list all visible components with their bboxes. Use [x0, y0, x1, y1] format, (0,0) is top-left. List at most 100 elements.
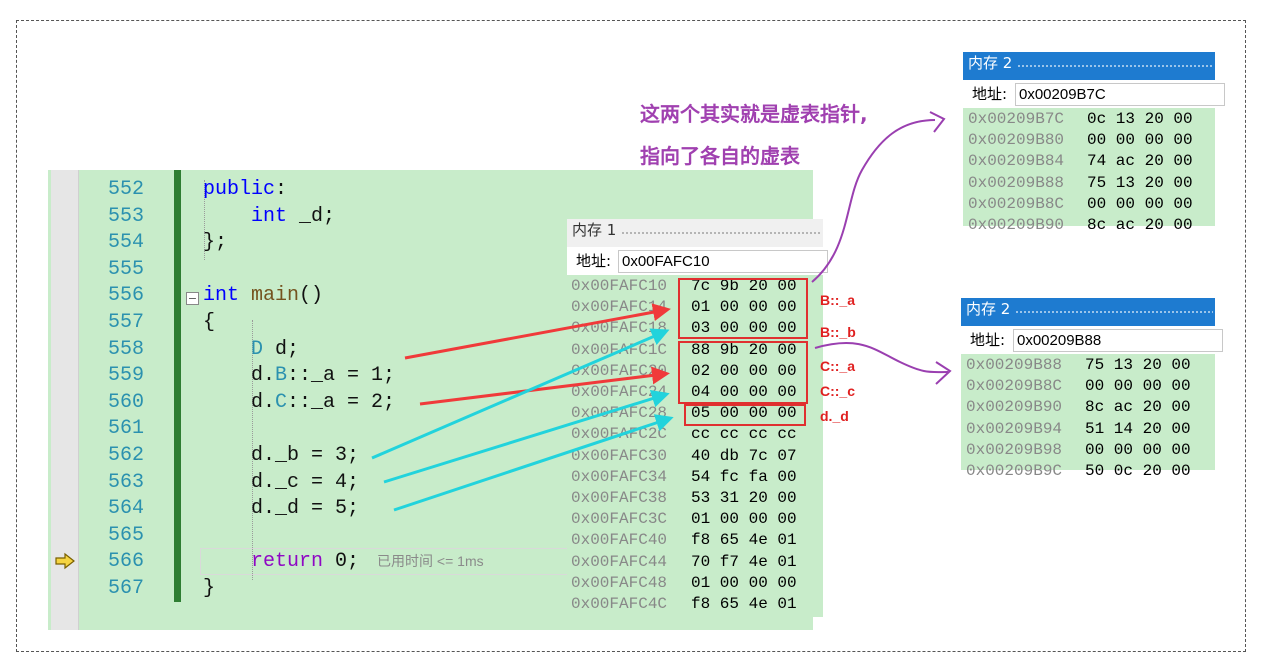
memory-bytes[interactable]: 01 00 00 00: [691, 510, 797, 529]
collapse-minus-icon[interactable]: −: [186, 292, 199, 305]
code-text: int main(): [203, 282, 323, 309]
code-line[interactable]: 556 int main(): [48, 282, 813, 309]
title-grip[interactable]: [621, 231, 821, 236]
code-line[interactable]: 563 d._c = 4;: [48, 469, 813, 496]
line-number: 553: [107, 204, 144, 228]
memory-bytes[interactable]: 00 00 00 00: [1085, 377, 1191, 396]
code-line[interactable]: 567}: [48, 575, 813, 602]
line-number: 559: [107, 364, 144, 388]
code-token: public: [203, 178, 276, 201]
code-line[interactable]: 566 return 0;已用时间 <= 1ms: [48, 548, 813, 575]
memory-address: 0x00FAFC48: [571, 573, 668, 592]
memory-bytes[interactable]: 7c 9b 20 00: [691, 277, 797, 295]
memory-address: 0x00209B8C: [966, 377, 1063, 396]
memory-bytes[interactable]: 53 31 20 00: [691, 489, 797, 507]
memory-bytes[interactable]: 8c ac 20 00: [1085, 398, 1191, 417]
code-token: 0;: [323, 550, 360, 574]
memory-address: 0x00209B88: [966, 356, 1063, 374]
memory-bytes[interactable]: 01 00 00 00: [691, 298, 797, 317]
memory-bytes[interactable]: 51 14 20 00: [1085, 419, 1191, 438]
code-token: d.: [203, 390, 276, 414]
code-token: D: [251, 337, 264, 361]
code-token: [203, 338, 251, 361]
memory-address: 0x00209B90: [966, 398, 1063, 417]
code-line[interactable]: 555: [48, 256, 813, 283]
code-line[interactable]: 561: [48, 415, 813, 442]
code-text: d._c = 4;: [203, 469, 359, 496]
memory-bytes[interactable]: f8 65 4e 01: [691, 595, 797, 613]
line-number: 560: [107, 390, 144, 414]
code-token: {: [203, 311, 216, 334]
code-line[interactable]: 553 int _d;: [48, 203, 813, 230]
vptr-b-box: [678, 278, 808, 339]
memory-bytes[interactable]: 02 00 00 00: [691, 361, 797, 380]
label-c-c: C::_c: [820, 383, 856, 399]
current-line-highlight: [200, 548, 620, 575]
code-line[interactable]: 564 d._d = 5;: [48, 495, 813, 522]
memory-window-title[interactable]: 内存 1: [567, 219, 823, 247]
line-number: 556: [107, 284, 144, 308]
memory-bytes[interactable]: 88 9b 20 00: [691, 340, 797, 359]
address-label: 地址:: [972, 85, 1008, 103]
memory-address: 0x00FAFC30: [571, 446, 668, 465]
code-token: }: [203, 577, 216, 600]
memory-bytes[interactable]: 50 0c 20 00: [1085, 462, 1191, 480]
code-token: [203, 205, 251, 228]
memory-bytes[interactable]: 00 00 00 00: [1087, 131, 1193, 150]
memory-address: 0x00209B88: [968, 173, 1065, 192]
address-input[interactable]: 0x00209B7C: [1015, 83, 1225, 106]
memory-bytes[interactable]: 8c ac 20 00: [1087, 216, 1193, 234]
memory-bytes[interactable]: 74 ac 20 00: [1087, 152, 1193, 171]
memory-address: 0x00209B84: [968, 152, 1065, 171]
memory-bytes[interactable]: cc cc cc cc: [691, 425, 797, 444]
title-grip[interactable]: [1017, 64, 1213, 69]
vptr-c-box: [678, 341, 808, 404]
code-text: D d;: [203, 336, 299, 363]
memory-bytes[interactable]: 54 fc fa 00: [691, 467, 797, 486]
memory-bytes[interactable]: 75 13 20 00: [1087, 173, 1193, 192]
code-token: };: [203, 231, 228, 255]
memory-bytes[interactable]: 05 00 00 00: [691, 404, 797, 423]
memory-address: 0x00209B98: [966, 440, 1063, 459]
line-number: 565: [107, 523, 144, 547]
memory-bytes[interactable]: 01 00 00 00: [691, 573, 797, 592]
memory-address: 0x00FAFC1C: [571, 340, 668, 359]
code-token: d.: [203, 364, 276, 388]
elapsed-time-hint: 已用时间 <= 1ms: [377, 553, 484, 570]
d-member-box: [684, 404, 806, 426]
memory-window-title[interactable]: 内存 2: [963, 52, 1215, 80]
memory-bytes[interactable]: 75 13 20 00: [1085, 356, 1191, 374]
address-input[interactable]: 0x00FAFC10: [618, 250, 828, 273]
memory-address: 0x00FAFC34: [571, 467, 668, 486]
indent-guide: [252, 320, 253, 580]
memory-bytes[interactable]: 00 00 00 00: [1087, 194, 1193, 213]
memory-bytes[interactable]: 40 db 7c 07: [691, 446, 797, 465]
code-text: {: [203, 309, 215, 336]
memory-bytes[interactable]: 00 00 00 00: [1085, 440, 1191, 459]
dashed-frame: [16, 20, 1246, 652]
indent-guide: [204, 180, 205, 260]
code-line[interactable]: 562 d._b = 3;: [48, 442, 813, 469]
code-line[interactable]: 554};: [48, 229, 813, 256]
memory-bytes[interactable]: 70 f7 4e 01: [691, 552, 797, 571]
title-grip[interactable]: [1015, 310, 1213, 315]
code-line[interactable]: 557{: [48, 309, 813, 336]
memory-address: 0x00209B9C: [966, 462, 1063, 480]
address-input[interactable]: 0x00209B88: [1013, 329, 1223, 352]
code-line[interactable]: 558 D d;: [48, 336, 813, 363]
memory-address: 0x00FAFC40: [571, 531, 668, 550]
line-number: 561: [107, 417, 144, 441]
memory-bytes[interactable]: f8 65 4e 01: [691, 531, 797, 550]
memory-bytes[interactable]: 03 00 00 00: [691, 319, 797, 338]
code-text: d._b = 3;: [203, 442, 359, 469]
code-line[interactable]: 565: [48, 522, 813, 549]
code-text: };: [203, 229, 227, 256]
memory-address: 0x00209B80: [968, 131, 1065, 150]
memory-bytes[interactable]: 0c 13 20 00: [1087, 110, 1193, 128]
line-number: 564: [107, 497, 144, 521]
memory-window-title[interactable]: 内存 2: [961, 298, 1215, 326]
memory-bytes[interactable]: 04 00 00 00: [691, 383, 797, 401]
